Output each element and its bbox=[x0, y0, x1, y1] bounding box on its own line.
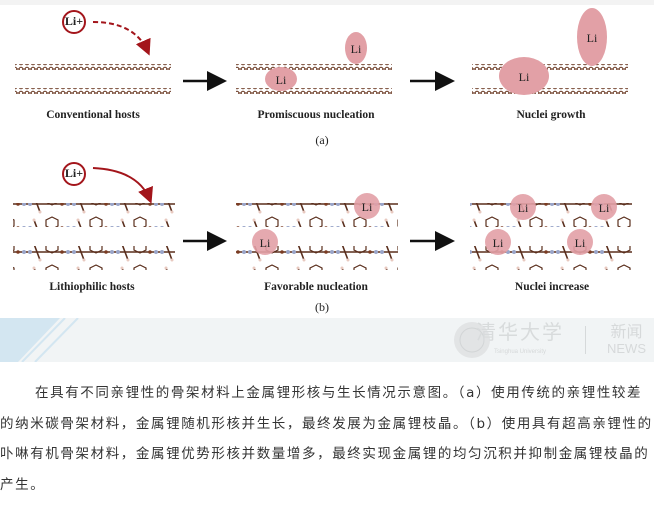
figure-drawing bbox=[13, 8, 632, 270]
li-label: Li bbox=[259, 236, 271, 250]
stage-label: Lithiophilic hosts bbox=[49, 281, 135, 293]
li-ion-a bbox=[62, 10, 151, 56]
li-nuclei-a bbox=[265, 8, 607, 95]
organic-frameworks-b bbox=[13, 203, 632, 270]
carbon-chains-a bbox=[15, 64, 628, 94]
li-label: Li bbox=[586, 31, 598, 45]
stage-label: Favorable nucleation bbox=[264, 281, 368, 293]
li-label: Li bbox=[574, 236, 586, 250]
li-ion-label-b: Li+ bbox=[64, 166, 84, 180]
stage-label: Conventional hosts bbox=[46, 109, 140, 121]
li-label: Li bbox=[350, 42, 362, 56]
figure-caption: 在具有不同亲锂性的骨架材料上金属锂形核与生长情况示意图。（a）使用传统的亲锂性较… bbox=[0, 385, 653, 493]
stage-label: Nuclei growth bbox=[516, 109, 586, 121]
li-label: Li bbox=[517, 201, 529, 215]
panel-label-b: (b) bbox=[315, 300, 329, 314]
stage-label: Nuclei increase bbox=[514, 281, 590, 293]
li-nuclei-b bbox=[252, 193, 617, 255]
top-strip bbox=[0, 0, 654, 5]
schematic-figure: Li+ Li+ Li Li Li Li Li Li Li Li Li Li Co… bbox=[0, 5, 654, 318]
li-label: Li bbox=[598, 201, 610, 215]
watermark-name: 清华大学 bbox=[476, 320, 564, 344]
li-ion-b bbox=[62, 162, 153, 204]
watermark-divider bbox=[585, 326, 586, 354]
university-seal-icon bbox=[454, 322, 490, 358]
li-label: Li bbox=[492, 236, 504, 250]
watermark-news-en: NEWS bbox=[607, 341, 646, 356]
li-label: Li bbox=[518, 70, 530, 84]
li-ion-label-a: Li+ bbox=[64, 14, 84, 28]
banner-stripes bbox=[0, 318, 79, 362]
stage-label: Promiscuous nucleation bbox=[257, 109, 375, 121]
watermark-banner: 清华大学 Tsinghua University 新闻 NEWS bbox=[0, 318, 654, 362]
li-label: Li bbox=[275, 73, 287, 87]
panel-label-a: (a) bbox=[315, 133, 329, 147]
li-label: Li bbox=[361, 200, 373, 214]
watermark-news: 新闻 NEWS bbox=[607, 324, 646, 356]
watermark-sub: Tsinghua University bbox=[493, 349, 546, 355]
watermark-news-cn: 新闻 bbox=[610, 324, 643, 341]
